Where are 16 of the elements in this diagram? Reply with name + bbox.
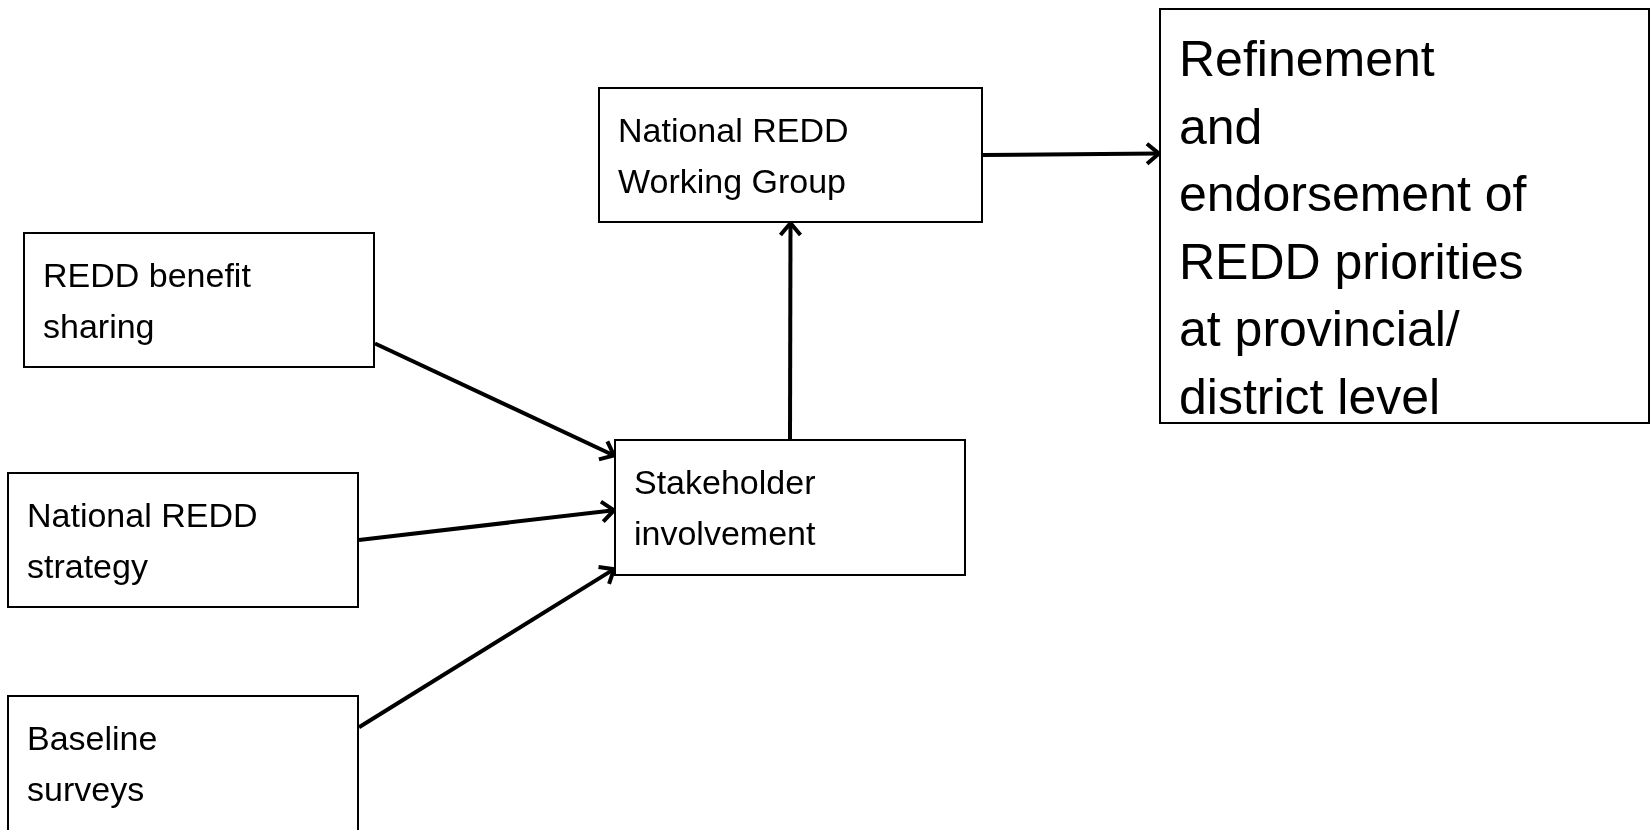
process-box: [7, 472, 359, 608]
arrow: [374, 341, 616, 462]
process-box: [598, 87, 983, 223]
box-label: National REDD strategy: [27, 495, 259, 587]
arrow: [983, 141, 1161, 166]
process-box: [23, 232, 375, 368]
box-label: National REDD Working Group: [618, 110, 850, 202]
arrow: [778, 221, 803, 439]
box-label: Baseline surveys: [27, 718, 159, 810]
process-box: [7, 695, 359, 830]
box-label: REDD benefit sharing: [43, 255, 252, 347]
box-label: Stakeholder involvement: [634, 462, 817, 554]
box-label: Refinement and endorsement of REDD priorities at provincial/ district level: [1179, 30, 1528, 427]
arrow: [358, 499, 616, 542]
process-box: [614, 439, 966, 576]
process-box: [1159, 8, 1650, 424]
